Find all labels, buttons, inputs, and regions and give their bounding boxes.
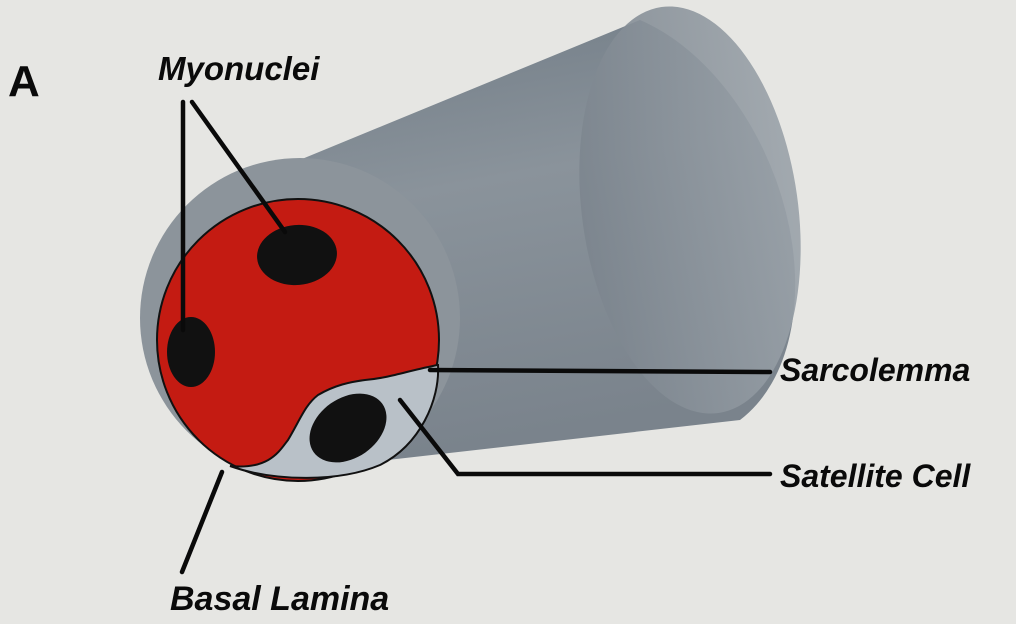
sarcolemma-label: Sarcolemma: [780, 354, 970, 386]
myonuclei-label: Myonuclei: [158, 52, 319, 85]
panel-letter: A: [8, 60, 40, 104]
myonucleus-left: [167, 317, 215, 387]
leader-line-basal-lamina: [182, 472, 222, 572]
basal-lamina-label: Basal Lamina: [170, 582, 389, 616]
satellite-cell-label: Satellite Cell: [780, 460, 970, 492]
leader-line-sarcolemma: [430, 370, 770, 372]
